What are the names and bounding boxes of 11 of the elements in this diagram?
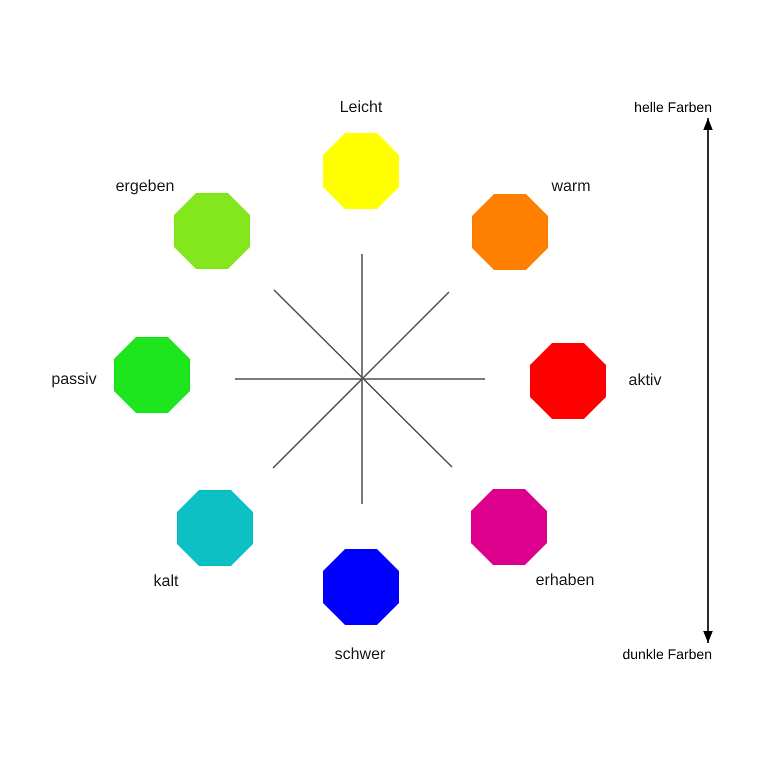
- term-label: erhaben: [536, 572, 594, 590]
- term-label: aktiv: [628, 372, 662, 390]
- term-label: passiv: [51, 370, 97, 390]
- term-label: schwer: [334, 646, 386, 664]
- term-label: warm: [551, 178, 591, 196]
- scale-label: helle Farben: [634, 99, 712, 116]
- double-arrow: [703, 118, 713, 643]
- term-label: Leicht: [340, 98, 382, 118]
- scale-label: dunkle Farben: [622, 646, 712, 662]
- term-label: kalt: [154, 572, 178, 592]
- term-label: ergeben: [116, 178, 174, 196]
